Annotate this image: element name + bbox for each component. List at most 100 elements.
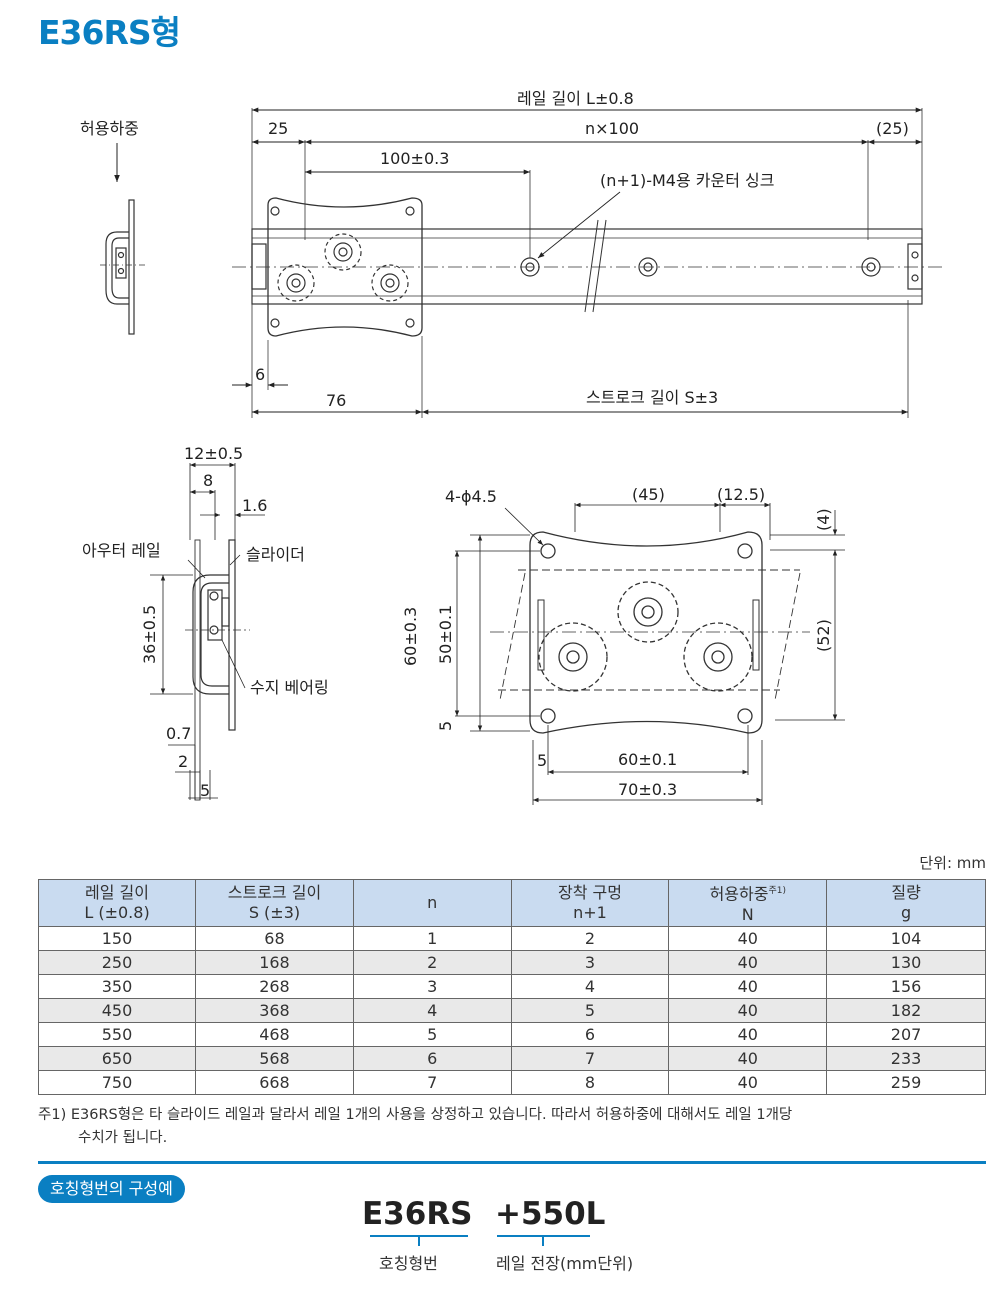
cross-section bbox=[150, 462, 265, 801]
dim-12: 12±0.5 bbox=[184, 444, 243, 463]
dim-25: 25 bbox=[268, 119, 288, 138]
cell: 104 bbox=[826, 926, 986, 951]
cell: 2 bbox=[510, 926, 670, 951]
cell: 40 bbox=[668, 1070, 828, 1095]
cell: 40 bbox=[668, 1022, 828, 1047]
resin-bearing-label: 수지 베어링 bbox=[250, 678, 329, 697]
load-label: 허용하중 bbox=[80, 119, 139, 138]
example-brackets bbox=[370, 1235, 590, 1246]
outer-rail-label: 아우터 레일 bbox=[82, 541, 161, 560]
cell: 40 bbox=[668, 950, 828, 975]
stroke-dim: 스트로크 길이 S±3 bbox=[586, 388, 718, 407]
cell: 250 bbox=[37, 950, 197, 975]
side-view-small bbox=[100, 199, 145, 335]
cell: 233 bbox=[826, 1046, 986, 1071]
cell: 350 bbox=[37, 974, 197, 999]
cell: 2 bbox=[352, 950, 512, 975]
dim-4: (4) bbox=[814, 508, 833, 531]
cell: 40 bbox=[668, 926, 828, 951]
cell: 156 bbox=[826, 974, 986, 999]
top-view bbox=[232, 107, 942, 418]
dim-5b: 5 bbox=[436, 721, 455, 731]
example-label-model: 호칭형번 bbox=[379, 1254, 438, 1273]
dim-5: 5 bbox=[200, 781, 210, 800]
cell: 4 bbox=[352, 998, 512, 1023]
footnote: 주1) E36RS형은 타 슬라이드 레일과 달라서 레일 1개의 사용을 상정… bbox=[38, 1104, 988, 1150]
cell: 550 bbox=[37, 1022, 197, 1047]
cell: 6 bbox=[352, 1046, 512, 1071]
dim-52: (52) bbox=[814, 619, 833, 652]
slider-label: 슬라이더 bbox=[246, 545, 305, 564]
holes-label: 4-ϕ4.5 bbox=[445, 487, 497, 506]
col-n: n bbox=[352, 879, 512, 927]
countersink-label: (n+1)-M4용 카운터 싱크 bbox=[600, 171, 774, 190]
cell: 182 bbox=[826, 998, 986, 1023]
example-code-length: +550L bbox=[495, 1196, 606, 1232]
rail-length-dim: 레일 길이 L±0.8 bbox=[517, 89, 634, 108]
cell: 268 bbox=[195, 974, 354, 999]
section-pill: 호칭형번의 구성예 bbox=[38, 1175, 185, 1203]
footnote-line-2: 수치가 됩니다. bbox=[78, 1130, 168, 1146]
technical-drawing: 허용하중 레일 길이 L±0.8 25 n×100 (25) 100±0.3 (… bbox=[80, 89, 942, 805]
cell: 68 bbox=[195, 926, 354, 951]
example-label-length: 레일 전장(mm단위) bbox=[496, 1254, 634, 1273]
cell: 468 bbox=[195, 1022, 354, 1047]
unit-label: 단위: mm bbox=[919, 854, 986, 872]
dim-0-7: 0.7 bbox=[166, 724, 191, 743]
cell: 207 bbox=[826, 1022, 986, 1047]
dim-8: 8 bbox=[203, 471, 213, 490]
dim-12-5: (12.5) bbox=[717, 485, 765, 504]
example-code-model: E36RS bbox=[362, 1196, 473, 1232]
cell: 259 bbox=[826, 1070, 986, 1095]
cell: 168 bbox=[195, 950, 354, 975]
cell: 150 bbox=[37, 926, 197, 951]
dim-nx100: n×100 bbox=[585, 119, 639, 138]
dim-36: 36±0.5 bbox=[140, 605, 159, 664]
cell: 3 bbox=[352, 974, 512, 999]
cell: 5 bbox=[352, 1022, 512, 1047]
cell: 750 bbox=[37, 1070, 197, 1095]
cell: 40 bbox=[668, 998, 828, 1023]
cell: 8 bbox=[510, 1070, 670, 1095]
dim-25-paren: (25) bbox=[876, 119, 909, 138]
cell: 130 bbox=[826, 950, 986, 975]
cell: 450 bbox=[37, 998, 197, 1023]
dim-1-6: 1.6 bbox=[242, 496, 267, 515]
cell: 650 bbox=[37, 1046, 197, 1071]
cell: 1 bbox=[352, 926, 512, 951]
cell: 3 bbox=[510, 950, 670, 975]
dim-60b: 60±0.1 bbox=[618, 750, 677, 769]
cell: 368 bbox=[195, 998, 354, 1023]
cell: 4 bbox=[510, 974, 670, 999]
cell: 7 bbox=[510, 1046, 670, 1071]
cell: 568 bbox=[195, 1046, 354, 1071]
dim-70: 70±0.3 bbox=[618, 780, 677, 799]
cell: 7 bbox=[352, 1070, 512, 1095]
dim-5c: 5 bbox=[537, 751, 547, 770]
cell: 5 bbox=[510, 998, 670, 1023]
cell: 6 bbox=[510, 1022, 670, 1047]
dim-2: 2 bbox=[178, 752, 188, 771]
dim-60: 60±0.3 bbox=[401, 607, 420, 666]
col-load: 허용하중주1)N bbox=[668, 879, 828, 927]
cell: 40 bbox=[668, 1046, 828, 1071]
page-title: E36RS형 bbox=[38, 13, 181, 52]
section-divider bbox=[38, 1161, 986, 1164]
cell: 40 bbox=[668, 974, 828, 999]
dim-50: 50±0.1 bbox=[436, 605, 455, 664]
plate-detail bbox=[454, 502, 845, 805]
dim-100: 100±0.3 bbox=[380, 149, 449, 168]
